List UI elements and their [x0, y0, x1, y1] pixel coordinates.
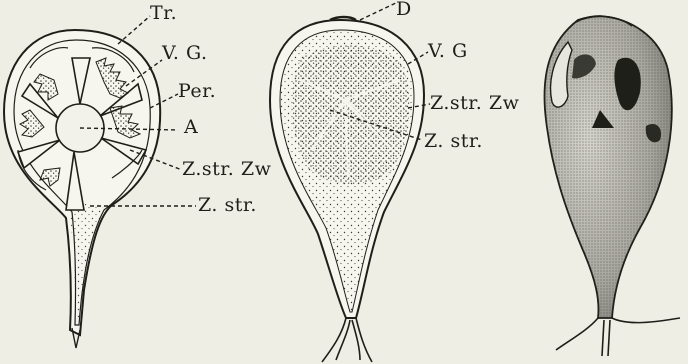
- label-middle-d: D: [396, 0, 412, 19]
- label-left-zstr: Z. str.: [198, 196, 257, 215]
- label-left-zstr-zw: Z.str. Zw: [182, 160, 271, 179]
- label-left-a: A: [184, 118, 198, 137]
- middle-specimen: [270, 17, 424, 362]
- leader-middle-d: [360, 2, 398, 20]
- label-left-per: Per.: [178, 82, 216, 101]
- left-specimen: [4, 30, 160, 348]
- label-middle-zstr: Z. str.: [424, 132, 483, 151]
- label-middle-vg: V. G: [428, 42, 468, 61]
- label-left-vg: V. G.: [162, 44, 208, 63]
- label-middle-zstr-zw: Z.str. Zw: [430, 94, 519, 113]
- middle-forked-tail: [322, 318, 372, 362]
- middle-visceral-mass: [292, 45, 410, 184]
- label-left-tr: Tr.: [150, 4, 177, 23]
- right-stalk: [556, 318, 680, 356]
- right-specimen: [544, 16, 680, 356]
